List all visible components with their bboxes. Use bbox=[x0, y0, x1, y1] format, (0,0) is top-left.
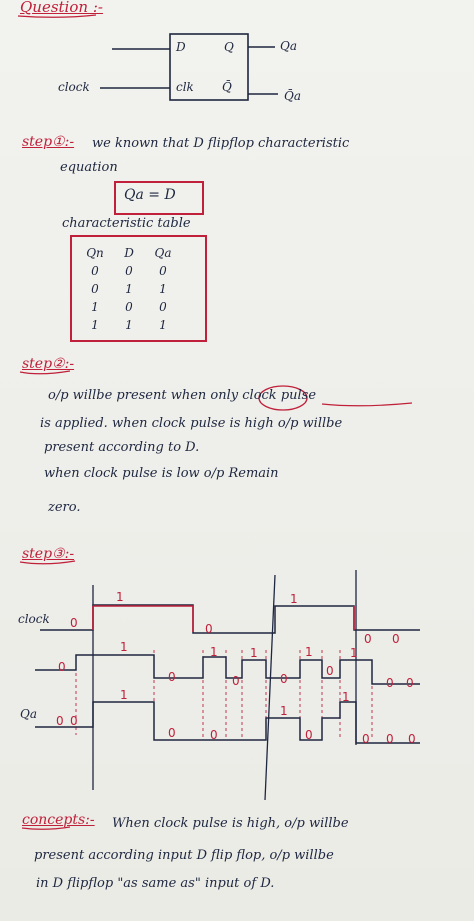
d-level: 1 bbox=[305, 645, 313, 659]
d-level: 1 bbox=[350, 646, 358, 660]
clock-pulse-underline bbox=[321, 402, 413, 407]
timing-vertical-2 bbox=[264, 574, 276, 801]
table-header: D bbox=[124, 246, 134, 260]
d-level: 1 bbox=[120, 640, 128, 654]
concepts-line3: in D flipflop "as same as" input of D. bbox=[36, 876, 275, 891]
clock-level: 0 bbox=[70, 616, 78, 630]
question-heading: Question :- bbox=[20, 0, 103, 16]
d-level: 1 bbox=[250, 646, 258, 660]
clock-level: 0 bbox=[364, 632, 372, 646]
step2-line1: o/p willbe present when only clock pulse bbox=[48, 388, 317, 403]
only-circle bbox=[258, 385, 308, 411]
output-qa-label: Qa bbox=[280, 39, 297, 53]
qa-level: 0 bbox=[362, 732, 370, 746]
clock-level: 0 bbox=[392, 632, 400, 646]
d-level: 0 bbox=[386, 676, 394, 690]
d-level: 1 bbox=[210, 645, 218, 659]
qa-level: 0 bbox=[408, 732, 416, 746]
concepts-line2: present according input D flip flop, o/p… bbox=[34, 848, 334, 863]
qa-level: 0 bbox=[70, 714, 78, 728]
step3-heading: step③:- bbox=[22, 546, 75, 562]
clock-input-label: clock bbox=[58, 80, 90, 94]
d-level: 0 bbox=[232, 674, 240, 688]
d-level: 0 bbox=[326, 664, 334, 678]
table-box bbox=[70, 235, 207, 342]
pin-q-label: Q bbox=[224, 40, 234, 54]
pin-qbar-label: Q̄ bbox=[222, 80, 232, 94]
qa-level: 0 bbox=[305, 728, 313, 742]
table-title: characteristic table bbox=[62, 216, 191, 231]
qa-level: 0 bbox=[210, 728, 218, 742]
table-header: Qa bbox=[154, 246, 172, 260]
heading-underline bbox=[17, 14, 97, 18]
step2-heading: step②:- bbox=[22, 356, 75, 372]
qa-level: 1 bbox=[120, 688, 128, 702]
step2-line3: present according to D. bbox=[44, 440, 200, 455]
qa-level: 0 bbox=[386, 732, 394, 746]
characteristic-equation: Qa = D bbox=[124, 187, 176, 203]
qa-level: 1 bbox=[280, 704, 288, 718]
step2-line2: is applied. when clock pulse is high o/p… bbox=[40, 416, 343, 431]
qa-level: 0 bbox=[56, 714, 64, 728]
concepts-heading: concepts:- bbox=[22, 812, 95, 828]
step1-line2: equation bbox=[60, 160, 118, 175]
qa-level: 0 bbox=[168, 726, 176, 740]
clock-level: 1 bbox=[290, 592, 298, 606]
step2-line4: when clock pulse is low o/p Remain bbox=[44, 466, 279, 481]
step2-line5: zero. bbox=[48, 500, 81, 515]
step1-line1: we known that D flipflop characteristic bbox=[92, 136, 350, 151]
ff-box bbox=[169, 33, 249, 101]
pin-clk-label: clk bbox=[176, 80, 194, 94]
timing-clock-label: clock bbox=[18, 612, 50, 626]
step1-heading: step①:- bbox=[22, 134, 75, 150]
qa-level: 1 bbox=[342, 690, 350, 704]
clock-level: 1 bbox=[116, 590, 124, 604]
d-level: 0 bbox=[168, 670, 176, 684]
table-header: Qn bbox=[86, 246, 104, 260]
clock-waveform bbox=[40, 604, 420, 634]
output-qabar-label: Q̄a bbox=[284, 89, 301, 103]
d-level: 0 bbox=[58, 660, 66, 674]
concepts-line1: When clock pulse is high, o/p willbe bbox=[112, 816, 349, 831]
clock-level: 0 bbox=[205, 622, 213, 636]
equation-box bbox=[114, 181, 204, 215]
qa-waveform bbox=[35, 701, 420, 744]
d-level: 0 bbox=[406, 676, 414, 690]
d-level: 0 bbox=[280, 672, 288, 686]
d-waveform bbox=[35, 654, 420, 685]
pin-d-label: D bbox=[176, 40, 186, 54]
timing-qa-label: Qa bbox=[20, 707, 37, 721]
